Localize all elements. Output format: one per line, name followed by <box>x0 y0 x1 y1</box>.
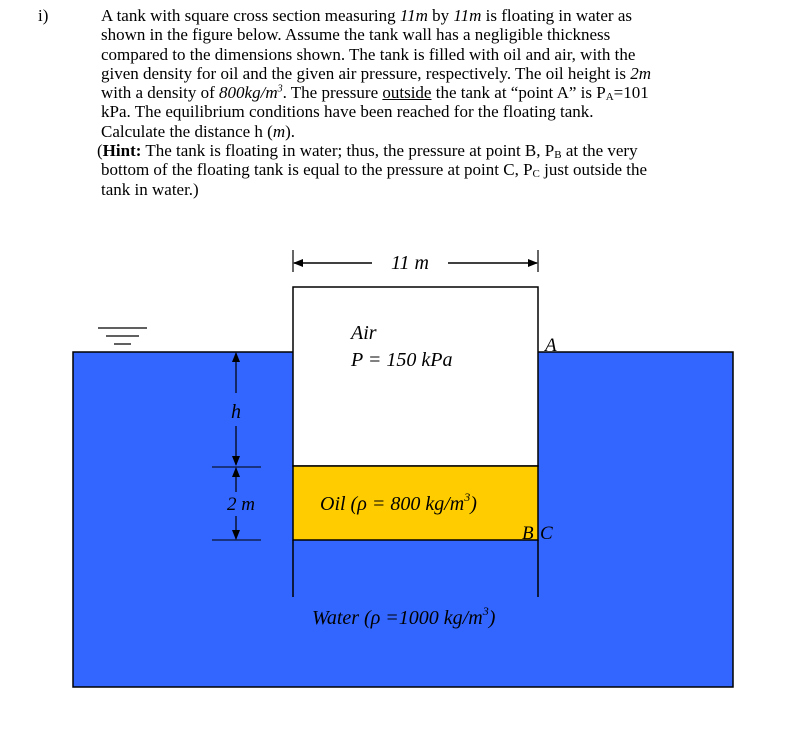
h-dimension: h <box>231 352 241 466</box>
air-pressure-label: P = 150 kPa <box>350 349 452 371</box>
hint-label: Hint: <box>102 141 142 161</box>
hint-line-3: tank in water.) <box>101 179 199 199</box>
h-label: h <box>231 401 241 423</box>
line-2: shown in the figure below. Assume the ta… <box>101 25 611 45</box>
point-b-label: B <box>522 523 534 544</box>
width-label: 11 m <box>391 252 429 274</box>
oil-height-label: 2 m <box>227 494 255 515</box>
line-5: with a density of 800kg/m3. The pressure… <box>101 83 649 104</box>
line-3: compared to the dimensions shown. The ta… <box>101 44 636 64</box>
problem-statement: A tank with square cross section measuri… <box>97 6 741 199</box>
point-a-label: A <box>543 335 557 356</box>
hint-line-1: (Hint: The tank is floating in water; th… <box>97 141 638 162</box>
tank-oil-region <box>292 465 539 541</box>
oil-label: Oil (ρ = 800 kg/m3) <box>320 490 477 515</box>
line-1: A tank with square cross section measuri… <box>101 6 632 25</box>
line-6: kPa. The equilibrium conditions have bee… <box>101 102 594 122</box>
line-4: given density for oil and the given air … <box>101 63 652 83</box>
water-label: Water (ρ =1000 kg/m3) <box>312 604 496 629</box>
point-c-label: C <box>540 523 553 544</box>
air-label: Air <box>349 322 377 344</box>
problem-number: i) <box>38 6 49 25</box>
line-7: Calculate the distance h (m). <box>101 121 296 141</box>
oil-height-dimension: 2 m <box>212 466 261 541</box>
tank-air-region <box>292 286 539 467</box>
free-surface-icon <box>98 327 147 345</box>
width-dimension: 11 m <box>292 250 539 274</box>
hint-line-2: bottom of the floating tank is equal to … <box>101 160 648 181</box>
